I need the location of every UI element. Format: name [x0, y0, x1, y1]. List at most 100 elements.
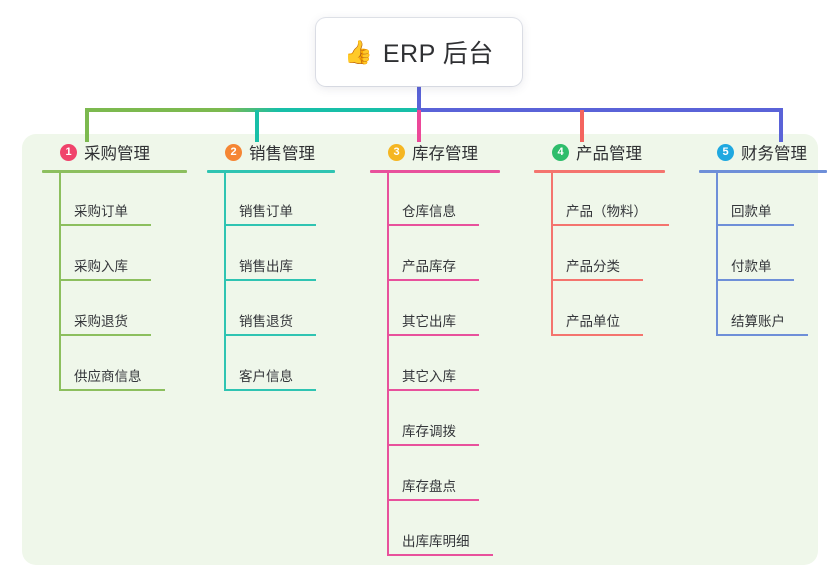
- column-number-badge: 3: [388, 143, 405, 161]
- leaf-node-underline: [716, 334, 808, 336]
- leaf-node[interactable]: 出库库明细: [370, 505, 500, 560]
- column-header-1[interactable]: 1 采购管理: [42, 134, 187, 170]
- connector-drop-4: [580, 110, 584, 142]
- column-spine: [224, 173, 226, 389]
- column-items: 销售订单销售出库销售退货客户信息: [207, 173, 335, 395]
- leaf-node-label: 供应商信息: [74, 369, 142, 384]
- leaf-node-label: 销售退货: [239, 314, 293, 329]
- leaf-node[interactable]: 产品（物料）: [534, 175, 669, 230]
- leaf-node-label: 采购入库: [74, 259, 128, 274]
- leaf-node-label: 付款单: [731, 259, 772, 274]
- column-number-badge: 1: [60, 143, 77, 161]
- column-title: 财务管理: [741, 145, 807, 163]
- column-1: 1 采购管理采购订单采购入库采购退货供应商信息: [42, 134, 187, 395]
- leaf-node-label: 销售订单: [239, 204, 293, 219]
- column-title: 库存管理: [412, 145, 478, 163]
- leaf-node-underline: [551, 279, 643, 281]
- leaf-node[interactable]: 供应商信息: [42, 340, 187, 395]
- leaf-node[interactable]: 采购退货: [42, 285, 187, 340]
- leaf-node-underline: [59, 334, 151, 336]
- leaf-node[interactable]: 仓库信息: [370, 175, 500, 230]
- connector-drop-1: [85, 110, 89, 142]
- column-items: 产品（物料） 产品分类产品单位: [534, 173, 669, 340]
- root-node-title: ERP 后台: [382, 40, 494, 68]
- column-number-badge: 5: [717, 143, 734, 161]
- leaf-node[interactable]: 库存盘点: [370, 450, 500, 505]
- leaf-node[interactable]: 采购入库: [42, 230, 187, 285]
- leaf-node-label: 结算账户: [731, 314, 785, 329]
- connector-drop-5: [779, 110, 783, 142]
- leaf-node[interactable]: 产品单位: [534, 285, 665, 340]
- leaf-node-underline: [224, 224, 316, 226]
- leaf-node-underline: [716, 279, 794, 281]
- column-underline: [534, 170, 665, 173]
- column-items: 回款单付款单结算账户: [699, 173, 827, 340]
- leaf-node[interactable]: 采购订单: [42, 175, 187, 230]
- leaf-node-label: 产品单位: [566, 314, 620, 329]
- leaf-node-underline: [59, 224, 151, 226]
- leaf-node-underline: [224, 389, 316, 391]
- connector-bus-left: [85, 108, 419, 112]
- leaf-node[interactable]: 库存调拨: [370, 395, 500, 450]
- leaf-node[interactable]: 付款单: [699, 230, 827, 285]
- column-title: 采购管理: [84, 145, 150, 163]
- column-number-badge: 4: [552, 143, 569, 161]
- connector-root-stem: [417, 86, 421, 110]
- leaf-node-label: 产品库存: [402, 259, 456, 274]
- column-number-badge: 2: [225, 143, 242, 161]
- column-underline: [699, 170, 827, 173]
- leaf-node-label: 库存调拨: [402, 424, 456, 439]
- leaf-node-label: 采购退货: [74, 314, 128, 329]
- leaf-node-label: 其它入库: [402, 369, 456, 384]
- connector-drop-2: [255, 110, 259, 142]
- column-underline: [370, 170, 500, 173]
- column-spine: [716, 173, 718, 334]
- column-spine: [59, 173, 61, 389]
- column-5: 5 财务管理回款单付款单结算账户: [699, 134, 827, 340]
- leaf-node-label: 仓库信息: [402, 204, 456, 219]
- leaf-node-underline: [387, 499, 479, 501]
- diagram-panel: [22, 134, 818, 565]
- column-header-5[interactable]: 5 财务管理: [699, 134, 827, 170]
- column-3: 3 库存管理仓库信息产品库存其它出库其它入库库存调拨库存盘点出库库明细: [370, 134, 500, 560]
- leaf-node[interactable]: 销售订单: [207, 175, 335, 230]
- leaf-node[interactable]: 其它出库: [370, 285, 500, 340]
- leaf-node[interactable]: 回款单: [699, 175, 827, 230]
- column-title: 产品管理: [576, 145, 642, 163]
- column-header-3[interactable]: 3 库存管理: [370, 134, 500, 170]
- leaf-node[interactable]: 客户信息: [207, 340, 335, 395]
- leaf-node-label: 销售出库: [239, 259, 293, 274]
- root-node-erp-backend[interactable]: 👍 ERP 后台: [316, 18, 522, 86]
- leaf-node-underline: [551, 334, 643, 336]
- column-spine: [387, 173, 389, 554]
- leaf-node[interactable]: 产品分类: [534, 230, 665, 285]
- leaf-node-underline: [387, 444, 479, 446]
- leaf-node-underline: [551, 224, 669, 226]
- leaf-node-label: 产品分类: [566, 259, 620, 274]
- leaf-node-label: 采购订单: [74, 204, 128, 219]
- column-spine: [551, 173, 553, 334]
- leaf-node-underline: [387, 279, 479, 281]
- thumbs-up-icon: 👍: [344, 38, 373, 65]
- leaf-node-underline: [387, 389, 479, 391]
- leaf-node[interactable]: 销售退货: [207, 285, 335, 340]
- leaf-node[interactable]: 产品库存: [370, 230, 500, 285]
- leaf-node-label: 其它出库: [402, 314, 456, 329]
- leaf-node-label: 回款单: [731, 204, 772, 219]
- column-items: 仓库信息产品库存其它出库其它入库库存调拨库存盘点出库库明细: [370, 173, 500, 560]
- leaf-node-underline: [387, 334, 479, 336]
- leaf-node[interactable]: 其它入库: [370, 340, 500, 395]
- column-4: 4 产品管理产品（物料） 产品分类产品单位: [534, 134, 669, 340]
- leaf-node-underline: [224, 279, 316, 281]
- column-header-4[interactable]: 4 产品管理: [534, 134, 665, 170]
- leaf-node-underline: [387, 224, 479, 226]
- leaf-node-label: 客户信息: [239, 369, 293, 384]
- column-underline: [207, 170, 335, 173]
- leaf-node[interactable]: 销售出库: [207, 230, 335, 285]
- leaf-node[interactable]: 结算账户: [699, 285, 827, 340]
- connector-drop-3: [417, 110, 421, 142]
- leaf-node-label: 产品（物料）: [566, 204, 647, 219]
